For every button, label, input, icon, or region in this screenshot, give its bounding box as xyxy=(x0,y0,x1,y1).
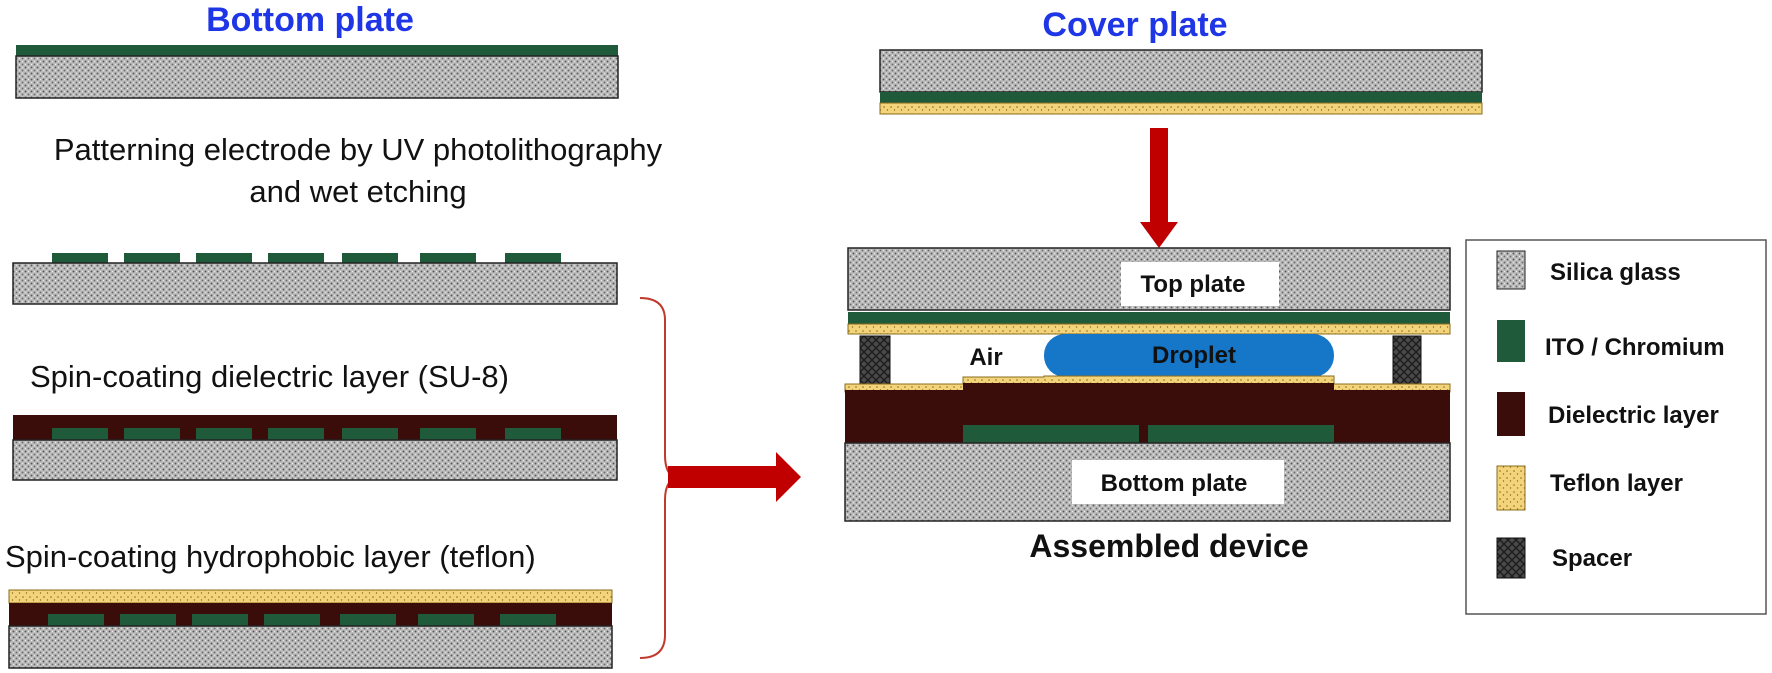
cover-plate-title: Cover plate xyxy=(1042,6,1227,44)
legend: Silica glass ITO / Chromium Dielectric l… xyxy=(1465,239,1767,615)
legend-label-ito: ITO / Chromium xyxy=(1545,334,1725,361)
down-arrow xyxy=(1140,128,1178,248)
droplet-label: Droplet xyxy=(1152,342,1236,369)
bare-bottom-plate xyxy=(15,45,619,99)
legend-label-teflon: Teflon layer xyxy=(1550,470,1683,497)
left-spacer xyxy=(859,335,891,385)
patterned-electrode-plate xyxy=(12,253,618,305)
teflon-coated-plate xyxy=(8,589,613,669)
dielectric-step-label: Spin-coating dielectric layer (SU-8) xyxy=(30,359,509,394)
bottom-plate-title: Bottom plate xyxy=(206,1,414,39)
patterning-step-line1: Patterning electrode by UV photolithogra… xyxy=(54,132,663,167)
assembled-device-caption: Assembled device xyxy=(1029,528,1308,564)
legend-label-spacer: Spacer xyxy=(1552,545,1632,572)
legend-swatch-spacer xyxy=(1496,537,1526,579)
air-label: Air xyxy=(969,344,1002,371)
assembled-device xyxy=(844,247,1451,522)
bottom-plate-label: Bottom plate xyxy=(1101,470,1248,497)
right-spacer xyxy=(1392,335,1422,385)
droplet-shape xyxy=(1044,334,1334,377)
legend-swatch-dielectric xyxy=(1497,392,1525,436)
hydrophobic-step-label: Spin-coating hydrophobic layer (teflon) xyxy=(5,539,536,574)
assembly-arrow xyxy=(668,452,801,502)
legend-swatch-silica-glass xyxy=(1496,250,1526,290)
patterning-step-line2: and wet etching xyxy=(249,174,466,209)
legend-swatch-teflon xyxy=(1496,465,1526,511)
dielectric-coated-plate xyxy=(12,415,618,481)
top-plate-label: Top plate xyxy=(1141,271,1246,298)
legend-swatch-ito xyxy=(1497,320,1525,362)
legend-label-silica-glass: Silica glass xyxy=(1550,259,1681,286)
cover-plate xyxy=(879,49,1483,115)
legend-label-dielectric: Dielectric layer xyxy=(1548,402,1719,429)
